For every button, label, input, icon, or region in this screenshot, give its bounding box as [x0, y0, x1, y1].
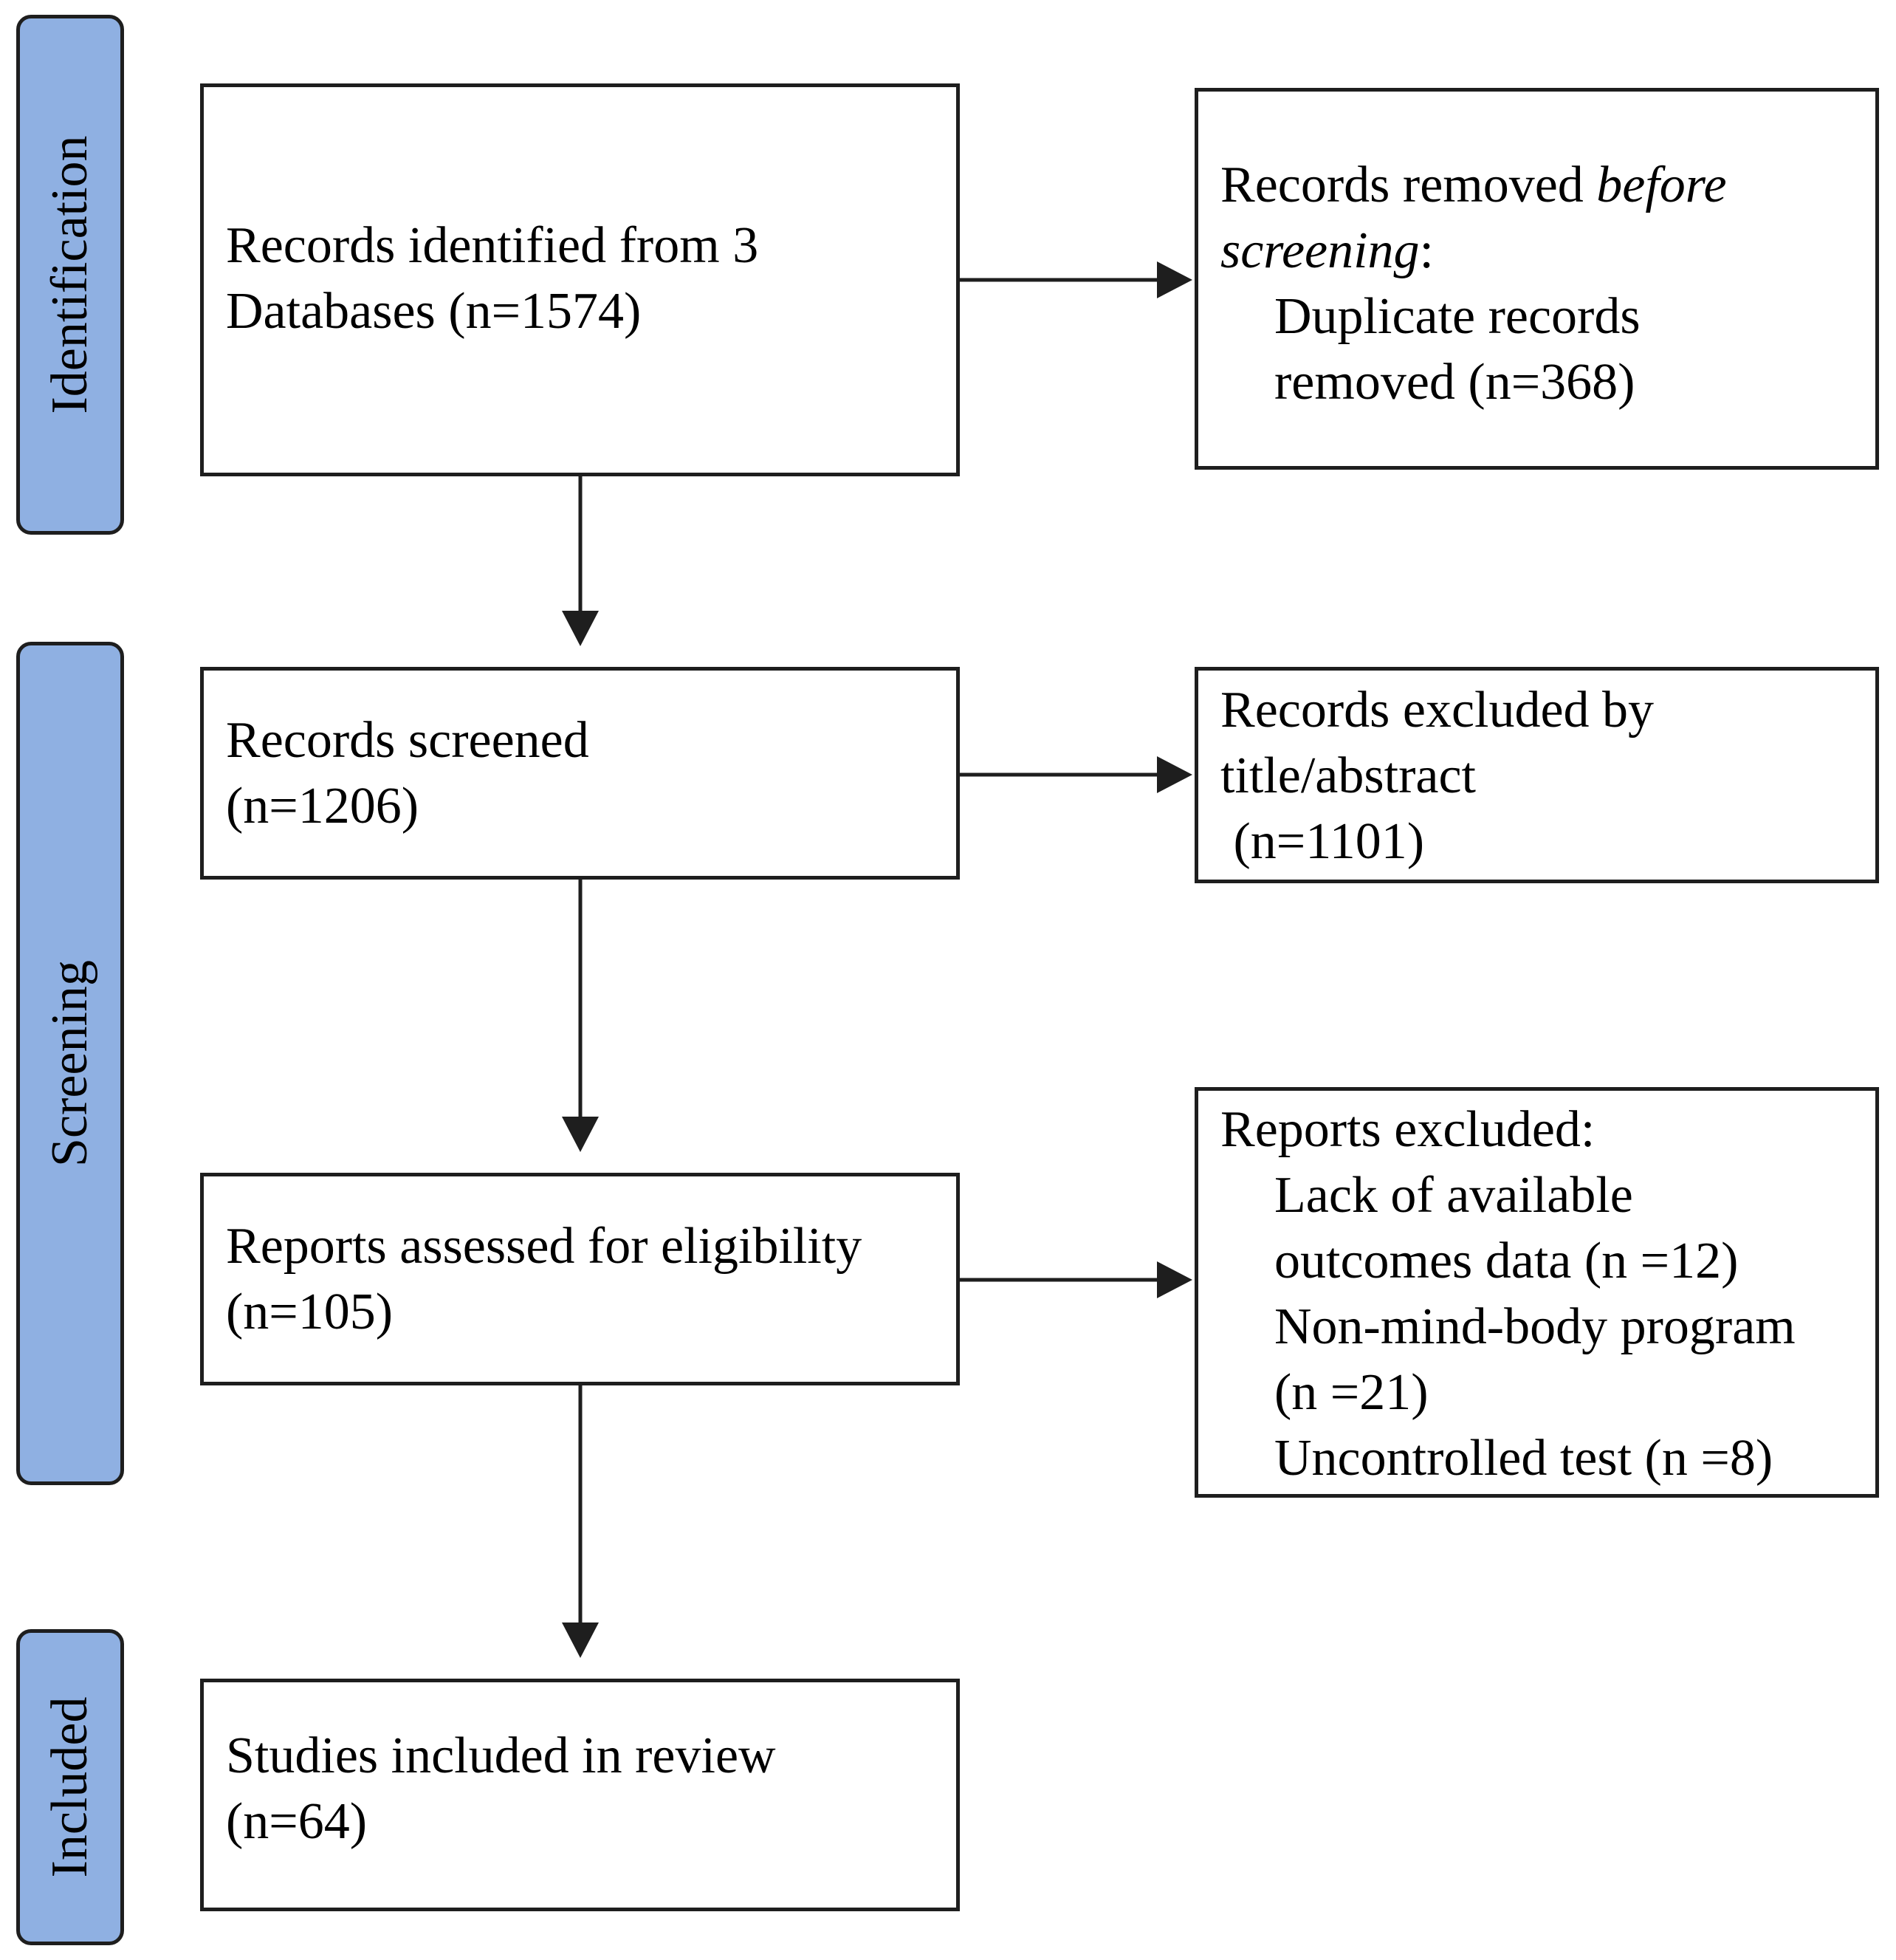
duplicate-records-line: Duplicate records	[1274, 288, 1641, 345]
reports-assessed-line2: (n=105)	[226, 1284, 394, 1340]
studies-included-line2: (n=64)	[226, 1793, 368, 1850]
records-excluded-title-box: Records excluded by title/abstract (n=11…	[1195, 667, 1879, 883]
arrowhead-identified-to-removed	[1157, 261, 1192, 298]
colon-text: :	[1419, 222, 1434, 279]
reports-excluded-reason2-line1: Non-mind-body program	[1274, 1298, 1796, 1355]
reports-excluded-reason1-line1: Lack of available	[1274, 1167, 1633, 1224]
studies-included-line1: Studies included in review	[226, 1727, 776, 1784]
studies-included-box: Studies included in review (n=64)	[200, 1679, 960, 1911]
screening-italic: screening	[1220, 222, 1420, 279]
records-removed-line2: screening:	[1220, 218, 1853, 284]
records-screened-line1: Records screened	[226, 712, 589, 769]
records-screened-box: Records screened (n=1206)	[200, 667, 960, 880]
arrowhead-identified-to-screened	[562, 611, 599, 646]
records-identified-line1: Records identified from 3	[226, 217, 759, 274]
excluded-title-line1: Records excluded by	[1220, 682, 1655, 739]
records-removed-box: Records removed before screening: Duplic…	[1195, 88, 1879, 470]
records-identified-line2: Databases (n=1574)	[226, 283, 642, 340]
reports-excluded-reason2-line2: (n =21)	[1274, 1364, 1429, 1421]
reports-assessed-line1: Reports assessed for eligibility	[226, 1218, 862, 1275]
reports-assessed-box: Reports assessed for eligibility (n=105)	[200, 1173, 960, 1385]
records-screened-line2: (n=1206)	[226, 778, 419, 835]
before-italic: before	[1596, 157, 1727, 213]
records-removed-text: Records removed	[1220, 157, 1597, 213]
stage-included: Included	[16, 1629, 124, 1945]
reports-excluded-box: Reports excluded: Lack of available outc…	[1195, 1087, 1879, 1498]
reports-excluded-reason3: Uncontrolled test (n =8)	[1274, 1430, 1773, 1487]
excluded-title-line2: title/abstract	[1220, 747, 1476, 804]
arrowhead-assessed-to-excluded	[1157, 1261, 1192, 1298]
reports-excluded-heading: Reports excluded:	[1220, 1101, 1596, 1158]
arrowhead-screened-to-excluded	[1157, 756, 1192, 793]
duplicate-removed-count: removed (n=368)	[1274, 354, 1635, 411]
stage-identification: Identification	[16, 15, 124, 535]
records-identified-box: Records identified from 3 Databases (n=1…	[200, 83, 960, 476]
stage-screening: Screening	[16, 642, 124, 1485]
records-removed-line1: Records removed before	[1220, 152, 1853, 218]
arrowhead-screened-to-assessed	[562, 1117, 599, 1152]
arrowhead-assessed-to-included	[562, 1623, 599, 1658]
excluded-title-count: (n=1101)	[1220, 813, 1425, 870]
reports-excluded-reason1-line2: outcomes data (n =12)	[1274, 1233, 1739, 1289]
